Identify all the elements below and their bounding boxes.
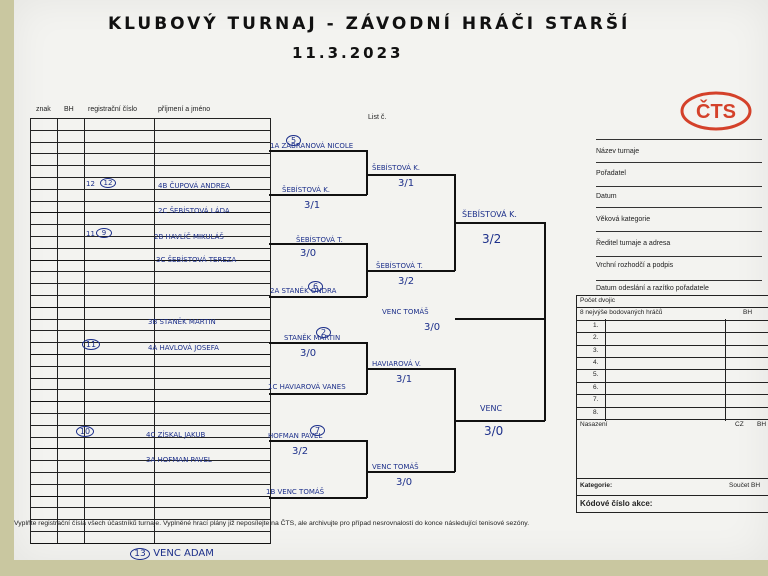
r2-name-4: HOFMAN PAVEL	[268, 432, 323, 440]
r4-name-1: ŠEBÍSTOVÁ K.	[462, 210, 517, 219]
r1-mark-2: 6	[308, 274, 323, 293]
info-poradatel: Pořadatel	[596, 170, 626, 177]
roster-table	[30, 118, 271, 544]
cts-logo: ČTS	[680, 91, 752, 131]
info-kategorie: Věková kategorie	[596, 216, 651, 223]
roster-reg-2: 9	[96, 228, 112, 238]
r3-score-4: 3/0	[396, 477, 413, 488]
roster-reg-3: 11	[82, 339, 100, 350]
r4-score-2: 3/0	[424, 322, 441, 333]
r2-score-3: 3/0	[300, 348, 317, 359]
r3-score-1: 3/1	[398, 178, 415, 189]
tournament-date: 11.3.2023	[292, 44, 404, 62]
roster-reg-1: 12	[100, 178, 116, 188]
svg-text:ČTS: ČTS	[696, 99, 736, 123]
r3-name-1: ŠEBÍSTOVÁ K.	[372, 164, 421, 172]
r1-mark-3: 2	[316, 320, 331, 339]
tournament-title: KLUBOVÝ TURNAJ - ZÁVODNÍ HRÁČI STARŠÍ	[108, 14, 631, 34]
info-datum: Datum	[596, 193, 617, 200]
final-score: 3/0	[484, 424, 504, 438]
extra-player: 13 VENC ADAM	[130, 548, 214, 560]
r3-score-2: 3/2	[398, 276, 415, 287]
roster-bh-1: 12	[86, 180, 95, 188]
r4-score-1: 3/2	[482, 232, 502, 246]
r3-score-3: 3/1	[396, 374, 413, 385]
header-bh: BH	[64, 106, 74, 113]
r3-name-4: VENC TOMÁŠ	[372, 463, 419, 471]
header-list: List č.	[368, 114, 387, 121]
r1-entry-3: 2C ŠEBÍSTOVÁ LÁDA	[158, 207, 230, 215]
r3-name-3: HAVIAROVÁ V.	[372, 360, 421, 368]
info-nazev: Název turnaje	[596, 148, 640, 155]
r1-mark-1: 5	[286, 128, 301, 147]
r2-score-1: 3/1	[304, 200, 321, 211]
r2-score-4: 3/2	[292, 446, 309, 457]
r2-name-1: ŠEBÍSTOVÁ K.	[282, 186, 331, 194]
r1-entry-8: 4A HAVLOVÁ JOSEFA	[148, 344, 219, 352]
r1-entry-12: 1B VENC TOMÁŠ	[266, 488, 325, 496]
r3-name-2: ŠEBÍSTOVÁ T.	[376, 262, 423, 270]
header-reg: registrační číslo	[88, 106, 138, 113]
header-name: příjmení a jméno	[158, 106, 211, 113]
r1-entry-1: 1A ZÁBRANOVÁ NICOLE	[270, 142, 354, 150]
info-rozhodci: Vrchní rozhodčí a podpis	[596, 262, 674, 269]
r1-entry-7: 3B STANĚK MARTIN	[148, 318, 216, 326]
r1-entry-5: 3C ŠEBÍSTOVÁ TEREZA	[156, 256, 237, 264]
roster-reg-4: 10	[76, 426, 94, 437]
r1-entry-6: 2A STANĚK ONDRA	[270, 287, 337, 295]
r1-entry-9: 1C HAVIAROVÁ VANES	[268, 383, 346, 391]
r2-name-3: STANĚK MARTIN	[284, 334, 341, 342]
info-odeslani: Datum odeslání a razítko pořadatele	[596, 285, 709, 292]
footer-note: Vyplňte registrační čísla všech účastník…	[14, 520, 530, 527]
final-name: VENC	[480, 404, 503, 413]
r1-entry-2: 4B ČUPOVÁ ANDREA	[158, 182, 230, 190]
r2-name-2: ŠEBÍSTOVÁ T.	[296, 236, 343, 244]
header-znak: znak	[36, 106, 51, 113]
r1-entry-11: 3A HOFMAN PAVEL	[146, 456, 212, 464]
r2-score-2: 3/0	[300, 248, 317, 259]
roster-bh-2: 11	[86, 230, 95, 238]
r4-name-2: VENC TOMÁŠ	[382, 308, 429, 316]
r1-entry-4: 2B HAVLÍČ MIKULÁŠ	[154, 233, 224, 241]
r1-mark-4: 7	[310, 418, 325, 437]
info-reditel: Ředitel turnaje a adresa	[596, 240, 671, 247]
r1-entry-10: 4C ZÍSKAL JAKUB	[146, 431, 206, 439]
